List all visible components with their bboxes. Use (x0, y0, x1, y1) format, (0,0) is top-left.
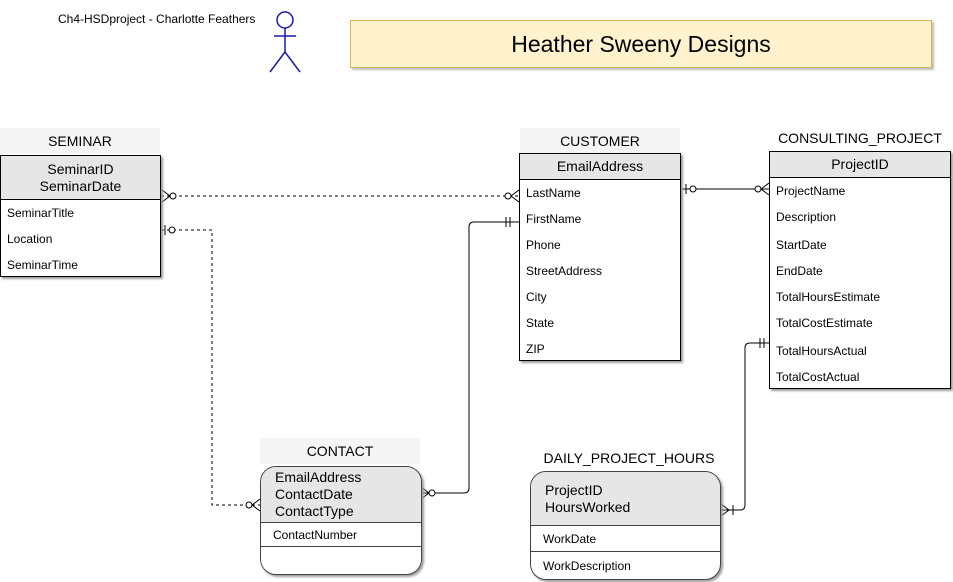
daily-project-hours-title: DAILY_PROJECT_HOURS (544, 446, 714, 470)
daily-project-hours-attribute: WorkDescription (543, 558, 631, 573)
customer-title: CUSTOMER (520, 128, 680, 154)
contact-key-block: EmailAddress ContactDate ContactType (261, 467, 421, 523)
customer-attribute: State (526, 316, 555, 330)
customer-attribute: FirstName (526, 212, 582, 226)
seminar-key: SeminarDate (39, 177, 122, 194)
daily-project-hours-key: HoursWorked (545, 498, 631, 515)
customer-attribute: LastName (526, 186, 581, 200)
consulting-project-attribute: Description (776, 210, 837, 224)
daily-project-hours-key: ProjectID (545, 481, 603, 498)
customer-attribute: StreetAddress (526, 264, 603, 278)
customer-attribute: City (526, 290, 547, 304)
seminar-attribute: Location (7, 232, 53, 246)
consulting-project-key-block: ProjectID (770, 152, 950, 178)
seminar-key: SeminarID (47, 160, 114, 177)
consulting-project-attribute: TotalCostActual (776, 370, 860, 384)
contact-key: ContactType (275, 503, 354, 519)
daily-project-hours-entity[interactable]: ProjectID HoursWorked WorkDate WorkDescr… (530, 471, 721, 580)
customer-key-block: EmailAddress (520, 154, 680, 180)
customer-entity[interactable]: EmailAddress LastName FirstName Phone St… (519, 153, 681, 361)
customer-attribute: ZIP (526, 342, 545, 356)
seminar-key-block: SeminarID SeminarDate (1, 156, 160, 200)
daily-project-hours-attribute: WorkDate (531, 526, 720, 552)
consulting-project-key: ProjectID (831, 156, 889, 172)
consulting-project-attribute: StartDate (776, 238, 827, 252)
customer-contact-line (421, 221, 519, 494)
consulting-project-title: CONSULTING_PROJECT (770, 126, 950, 150)
consulting-project-attribute: TotalHoursActual (776, 344, 867, 358)
contact-key: EmailAddress (275, 469, 362, 485)
seminar-entity[interactable]: SeminarID SeminarDate SeminarTitle Locat… (0, 155, 161, 277)
seminar-attribute: SeminarTime (7, 258, 78, 272)
banner-title: Heather Sweeny Designs (350, 20, 932, 68)
seminar-title: SEMINAR (0, 128, 160, 154)
contact-entity[interactable]: EmailAddress ContactDate ContactType Con… (260, 466, 422, 575)
actor-stick-figure-icon (269, 11, 301, 73)
consulting-project-attribute: TotalCostEstimate (776, 316, 873, 330)
daily-project-hours-key-block: ProjectID HoursWorked (531, 472, 720, 526)
customer-attribute: Phone (526, 238, 561, 252)
consulting-project-attribute: TotalHoursEstimate (776, 290, 881, 304)
project-hours-line (721, 342, 769, 511)
contact-title: CONTACT (260, 438, 420, 464)
seminar-contact-line (161, 229, 260, 506)
consulting-project-attribute: ProjectName (776, 184, 846, 198)
contact-empty-area (261, 547, 421, 573)
consulting-project-entity[interactable]: ProjectID ProjectName Description StartD… (769, 151, 951, 389)
diagram-caption: Ch4-HSDproject - Charlotte Feathers (58, 12, 256, 26)
consulting-project-attribute: EndDate (776, 264, 823, 278)
customer-key: EmailAddress (556, 158, 644, 174)
contact-attribute: ContactNumber (261, 523, 421, 547)
seminar-attribute: SeminarTitle (7, 206, 74, 220)
contact-key: ContactDate (275, 486, 353, 502)
